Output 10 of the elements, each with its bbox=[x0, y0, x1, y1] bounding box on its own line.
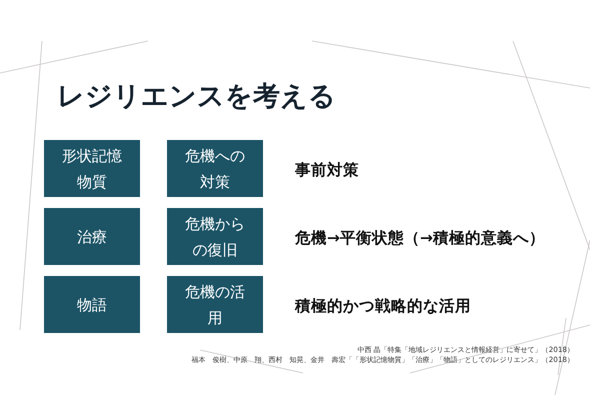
concept-box: 危機への対策 bbox=[167, 140, 263, 197]
concept-box: 形状記憶物質 bbox=[44, 140, 140, 197]
row-description: 危機→平衡状態（→積極的意義へ） bbox=[295, 228, 545, 249]
concept-box: 危機からの復旧 bbox=[167, 208, 263, 265]
concept-box: 危機の活用 bbox=[167, 276, 263, 333]
concept-box: 物語 bbox=[44, 276, 140, 333]
slide-title: レジリエンスを考える bbox=[57, 80, 336, 114]
row-description: 事前対策 bbox=[295, 160, 359, 181]
concept-box: 治療 bbox=[44, 208, 140, 265]
row-description: 積極的かつ戦略的な活用 bbox=[295, 296, 471, 317]
